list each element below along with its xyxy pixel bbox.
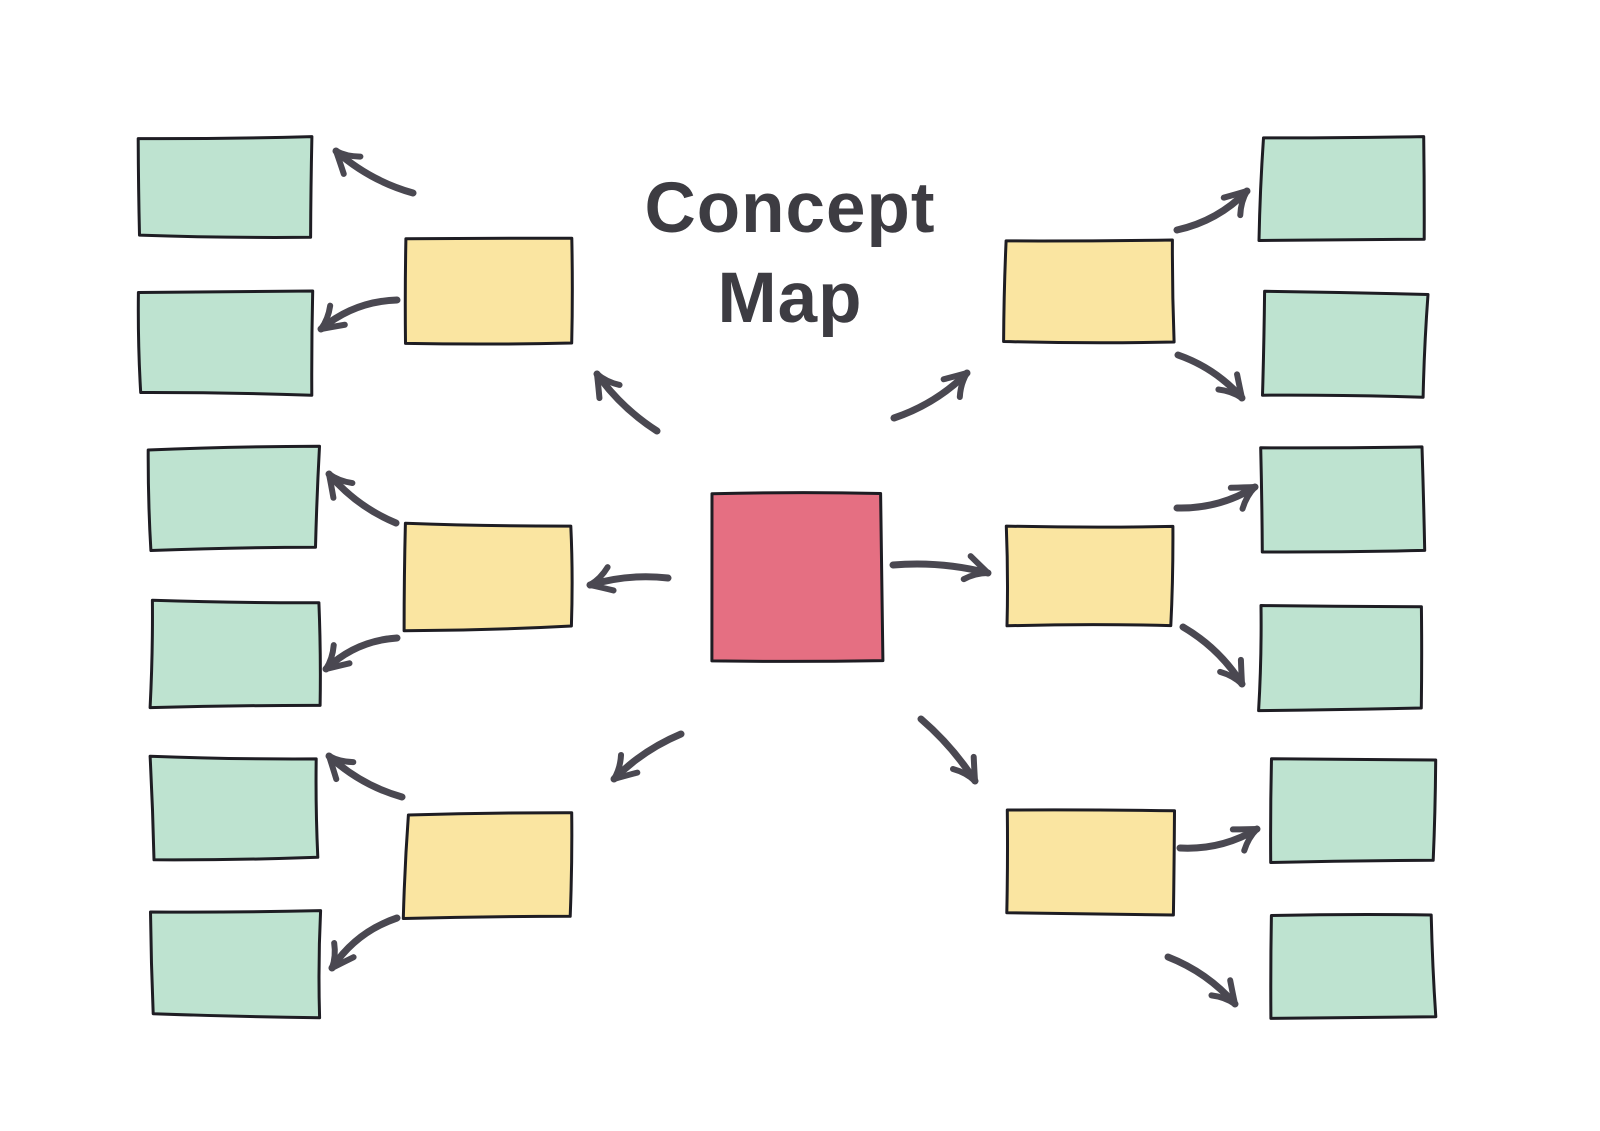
arrow-branch-l3-to-leaf-l6 bbox=[328, 914, 401, 972]
arrow-branch-l2-to-leaf-l4 bbox=[322, 634, 401, 673]
arrow-branch-l3-to-leaf-l5 bbox=[325, 752, 406, 801]
arrow-branch-l1-to-leaf-l1 bbox=[332, 147, 417, 197]
arrow-branch-l2-to-leaf-l3 bbox=[325, 470, 400, 527]
edges-layer bbox=[317, 147, 1261, 1008]
arrow-branch-r3-to-leaf-r5 bbox=[1176, 825, 1261, 854]
node-leaf-l3 bbox=[146, 444, 321, 552]
arrow-branch-r1-to-leaf-r1 bbox=[1173, 187, 1251, 234]
arrow-center-to-branch-l1 bbox=[593, 370, 661, 435]
arrow-branch-r1-to-leaf-r2 bbox=[1174, 351, 1246, 402]
arrow-branch-r2-to-leaf-r4 bbox=[1179, 623, 1246, 688]
arrow-center-to-branch-r3 bbox=[917, 715, 979, 785]
node-leaf-l6 bbox=[149, 909, 323, 1020]
node-leaf-l4 bbox=[148, 598, 322, 710]
arrow-branch-r2-to-leaf-r3 bbox=[1173, 483, 1259, 512]
arrow-branch-r3-to-leaf-r6 bbox=[1164, 953, 1239, 1008]
node-center bbox=[710, 491, 885, 663]
node-branch-r1 bbox=[1002, 238, 1176, 345]
node-branch-r2 bbox=[1004, 524, 1175, 628]
title-line-1: Concept bbox=[644, 169, 936, 248]
node-branch-l2 bbox=[402, 521, 574, 633]
node-leaf-r4 bbox=[1257, 604, 1424, 713]
arrow-branch-l1-to-leaf-l2 bbox=[317, 296, 401, 333]
diagram-title: Concept Map bbox=[645, 164, 936, 344]
node-leaf-r5 bbox=[1269, 757, 1438, 864]
node-leaf-l5 bbox=[148, 754, 320, 862]
node-branch-l3 bbox=[401, 811, 574, 920]
title-line-2: Map bbox=[717, 259, 863, 338]
arrow-center-to-branch-l3 bbox=[610, 730, 685, 783]
node-branch-l1 bbox=[403, 236, 574, 346]
arrow-center-to-branch-l2 bbox=[586, 564, 672, 594]
node-leaf-r6 bbox=[1269, 913, 1438, 1020]
node-branch-r3 bbox=[1005, 808, 1176, 917]
node-leaf-l1 bbox=[136, 135, 314, 239]
node-leaf-l2 bbox=[136, 289, 315, 397]
node-leaf-r3 bbox=[1259, 445, 1427, 554]
nodes-layer bbox=[136, 135, 1438, 1020]
arrow-center-to-branch-r2 bbox=[889, 553, 992, 583]
node-leaf-r1 bbox=[1257, 135, 1426, 242]
arrow-center-to-branch-r1 bbox=[890, 369, 971, 422]
node-leaf-r2 bbox=[1261, 289, 1430, 399]
